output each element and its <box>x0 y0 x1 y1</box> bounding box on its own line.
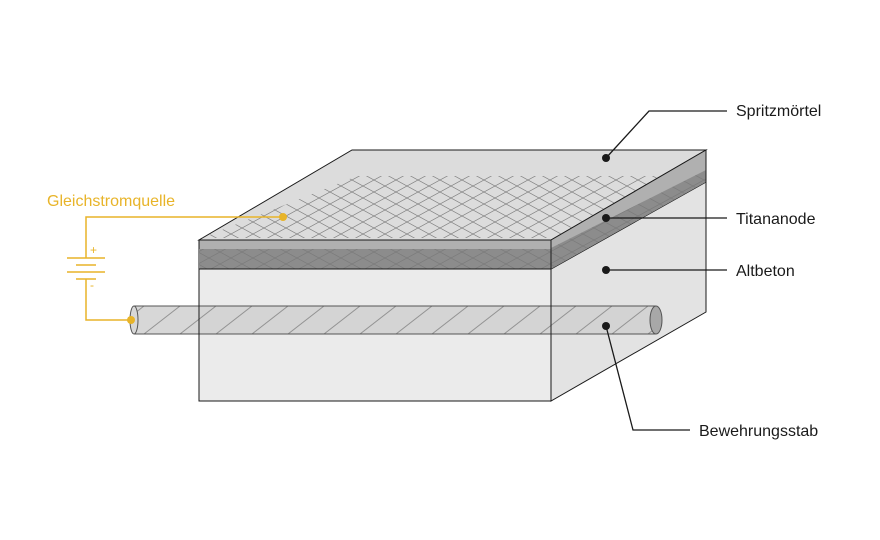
rebar-right-end <box>649 305 663 335</box>
dot-bewehrungsstab <box>602 322 610 330</box>
label-titananode: Titananode <box>736 211 816 228</box>
power-source-label: Gleichstromquelle <box>47 193 175 210</box>
dot-altbeton <box>602 266 610 274</box>
rebar <box>129 305 663 335</box>
anode-connection-dot <box>279 213 287 221</box>
battery-plus-sign: + <box>90 243 97 257</box>
titananode-right-mesh <box>551 170 706 269</box>
battery-minus-sign: - <box>90 278 94 292</box>
wire-negative <box>85 286 131 321</box>
dot-spritzmortel <box>602 154 610 162</box>
power-circuit <box>67 216 283 321</box>
leader-lines <box>605 110 727 431</box>
dot-titananode <box>602 214 610 222</box>
label-spritzmortel: Spritzmörtel <box>736 103 821 120</box>
wire-positive <box>85 216 283 250</box>
label-bewehrungsstab: Bewehrungsstab <box>699 423 818 440</box>
titananode-front-mesh <box>199 249 551 269</box>
rebar-ribs <box>134 306 656 334</box>
label-altbeton: Altbeton <box>736 263 795 280</box>
rebar-connection-dot <box>127 316 135 324</box>
altbeton-front-face <box>198 268 552 402</box>
leader-spritzmortel <box>605 110 727 159</box>
leader-bewehrungsstab <box>605 325 690 431</box>
box-outline <box>198 150 707 401</box>
titananode-mesh-top <box>202 176 706 238</box>
